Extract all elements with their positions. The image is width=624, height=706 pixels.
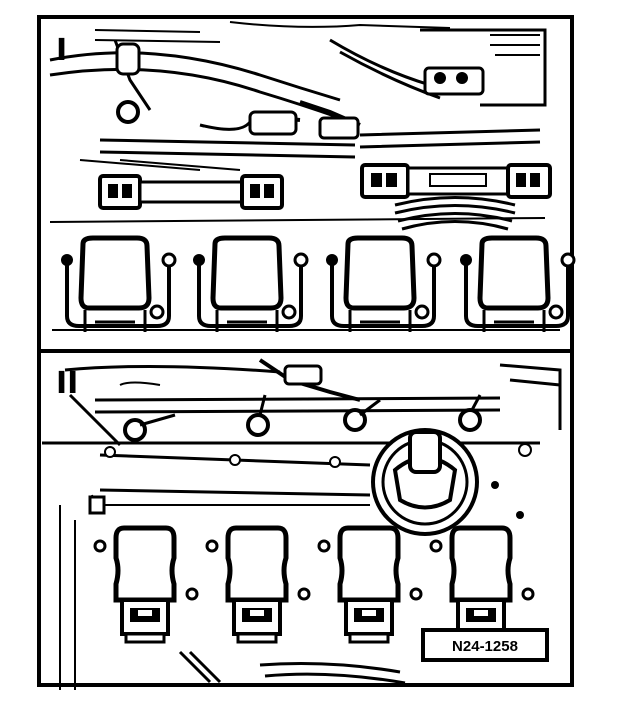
reference-code: N24-1258 xyxy=(452,638,518,655)
reference-code-box xyxy=(421,628,549,662)
panel-1-label: I xyxy=(56,33,67,68)
panel-2-label: II xyxy=(56,366,78,401)
panel-1-illustration xyxy=(49,21,574,332)
panel-2-illustration xyxy=(42,358,562,690)
